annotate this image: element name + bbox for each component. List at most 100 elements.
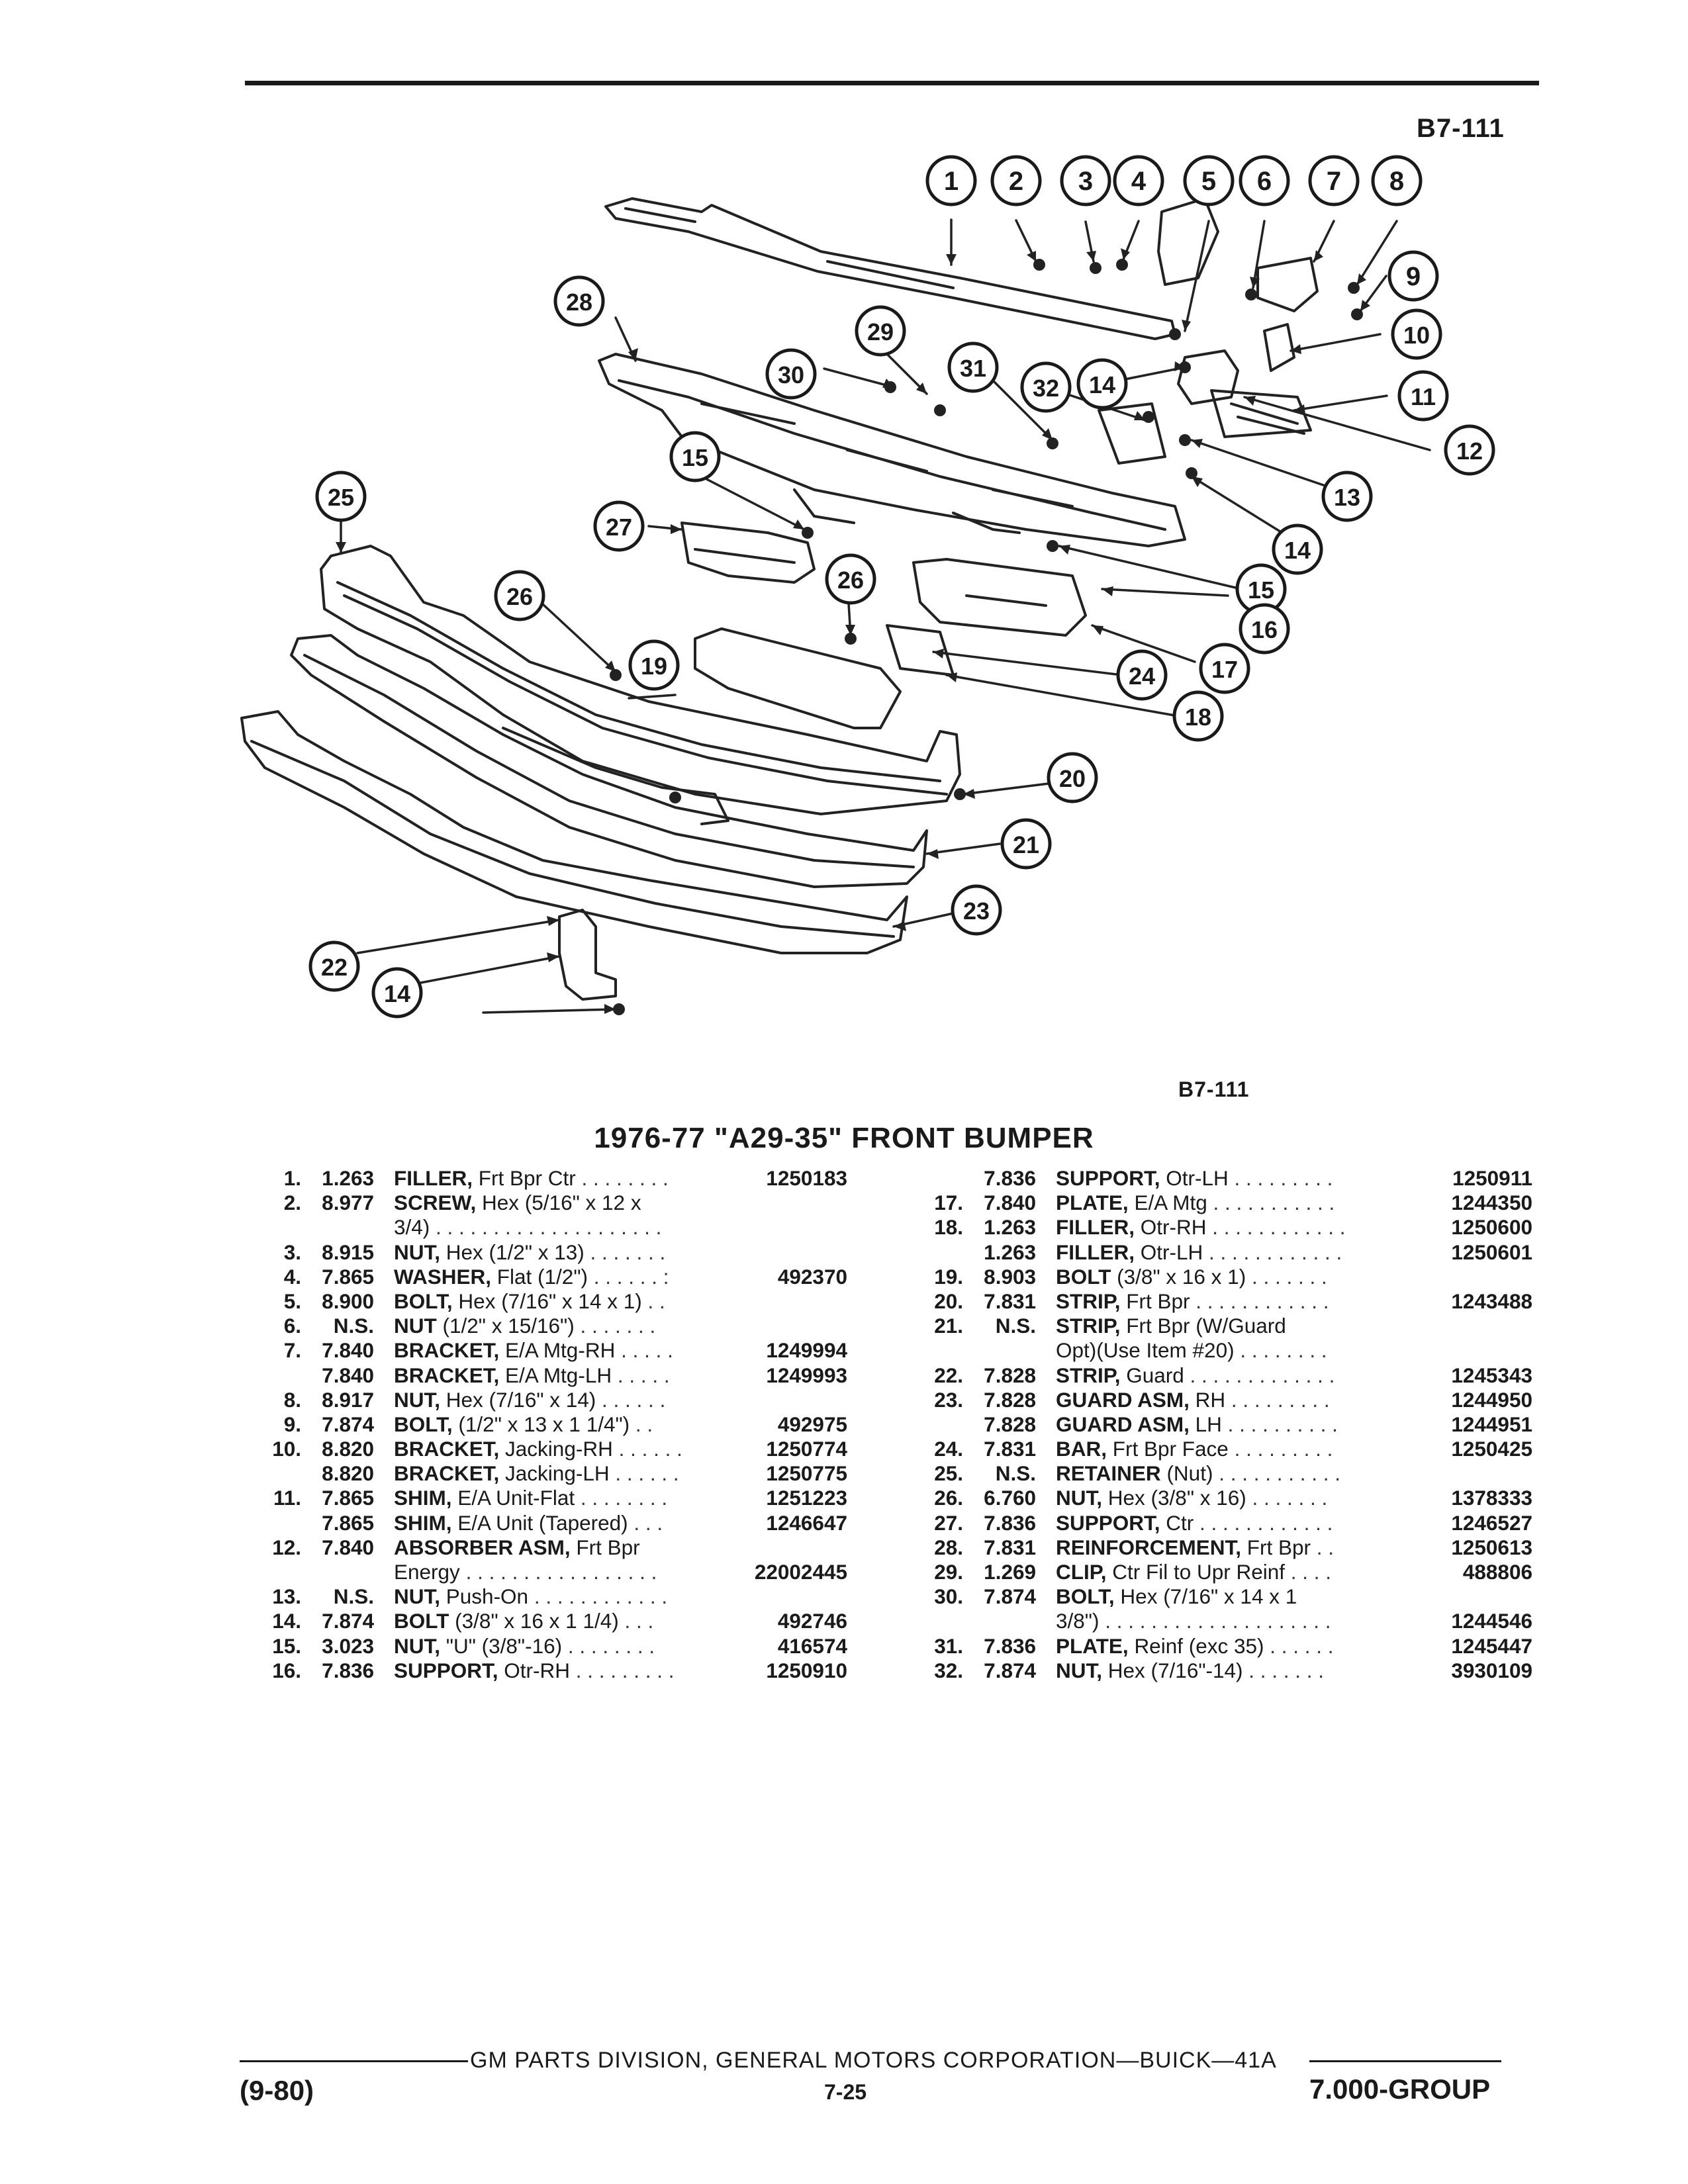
part-name: NUT, bbox=[394, 1387, 440, 1412]
part-number: 1251223 bbox=[766, 1486, 847, 1510]
guard-asm-part bbox=[558, 909, 617, 1001]
part-number: 492975 bbox=[777, 1412, 847, 1436]
part-number: 1250910 bbox=[766, 1658, 847, 1682]
part-description: SUPPORT, Otr-RH . . . . . . . . . bbox=[394, 1659, 738, 1683]
bracket-ea-mtg-part bbox=[1256, 257, 1319, 312]
part-number: 492370 bbox=[777, 1264, 847, 1289]
part-detail: Hex (7/16" x 14 x 1 bbox=[1120, 1584, 1297, 1609]
part-detail: Frt Bpr bbox=[576, 1535, 640, 1559]
group-number: 7.840 bbox=[984, 1191, 1036, 1215]
part-name: BAR, bbox=[1056, 1437, 1107, 1461]
callout-number: 18 bbox=[1185, 704, 1211, 731]
group-number: 7.836 bbox=[984, 1166, 1036, 1190]
part-description: PLATE, Reinf (exc 35) . . . . . . bbox=[1056, 1634, 1400, 1659]
part-description: GUARD ASM, RH . . . . . . . . . bbox=[1056, 1388, 1400, 1412]
part-name: STRIP, bbox=[1056, 1363, 1121, 1387]
part-detail: 3/4) bbox=[394, 1215, 430, 1240]
item-number: 14. bbox=[272, 1609, 301, 1633]
part-description: BOLT (3/8" x 16 x 1) . . . . . . . bbox=[1056, 1265, 1400, 1289]
group-number: 7.831 bbox=[984, 1437, 1036, 1461]
part-description: NUT, Hex (3/8" x 16) . . . . . . . bbox=[1056, 1486, 1400, 1510]
part-name: SUPPORT, bbox=[1056, 1510, 1160, 1535]
part-number: 1250425 bbox=[1451, 1437, 1532, 1461]
leader-dots: . . . . . . . bbox=[584, 1240, 666, 1264]
callout-number: 25 bbox=[328, 484, 354, 511]
absorber-asm-part bbox=[1177, 349, 1239, 405]
part-name: CLIP, bbox=[1056, 1560, 1107, 1584]
leader-dots: . . . . . . . . . . . . bbox=[1194, 1510, 1333, 1535]
callout-number: 11 bbox=[1411, 383, 1436, 410]
part-description: PLATE, E/A Mtg . . . . . . . . . . . bbox=[1056, 1191, 1400, 1215]
callout-number: 9 bbox=[1406, 262, 1421, 291]
part-number: 1244546 bbox=[1451, 1609, 1532, 1633]
callout-20: 20 bbox=[1047, 752, 1098, 803]
part-description: 3/8") . . . . . . . . . . . . . . . . . … bbox=[1056, 1609, 1400, 1633]
part-number: 488806 bbox=[1462, 1560, 1532, 1584]
part-detail: E/A Mtg-LH bbox=[505, 1363, 612, 1387]
part-number: 22002445 bbox=[754, 1560, 847, 1584]
group-number: 7.836 bbox=[984, 1510, 1036, 1535]
callout-number: 14 bbox=[1284, 537, 1311, 564]
part-description: NUT, Hex (7/16"-14) . . . . . . . bbox=[1056, 1659, 1400, 1683]
callout-11: 11 bbox=[1397, 370, 1449, 422]
item-number: 24. bbox=[934, 1437, 963, 1461]
callout-13: 13 bbox=[1321, 471, 1373, 522]
part-number: 1250911 bbox=[1452, 1166, 1532, 1190]
group-number: 7.836 bbox=[322, 1658, 374, 1682]
part-name: WASHER, bbox=[394, 1264, 492, 1289]
part-description: BRACKET, Jacking-RH . . . . . . bbox=[394, 1437, 738, 1461]
leader-dots: . . . . . . . . . . . bbox=[1207, 1191, 1335, 1215]
callout-number: 32 bbox=[1033, 375, 1059, 402]
strip-frt-bpr-part bbox=[290, 634, 928, 888]
part-name: NUT bbox=[394, 1314, 437, 1338]
callout-number: 1 bbox=[944, 167, 959, 196]
parts-list-row: 25.N.S.RETAINER (Nut) . . . . . . . . . … bbox=[897, 1461, 1532, 1486]
part-description: SHIM, E/A Unit-Flat . . . . . . . . bbox=[394, 1486, 738, 1510]
part-detail: Reinf (exc 35) bbox=[1134, 1633, 1264, 1658]
group-number: 7.840 bbox=[322, 1363, 374, 1387]
callout-29: 29 bbox=[855, 305, 906, 357]
part-name: NUT, bbox=[394, 1584, 440, 1609]
group-number: 3.023 bbox=[322, 1633, 374, 1658]
part-name: BOLT, bbox=[394, 1412, 453, 1436]
diagram-code-bottom: B7-111 bbox=[1178, 1077, 1250, 1101]
leader-dots: . . . . . . bbox=[612, 1437, 682, 1461]
callout-5: 5 bbox=[1183, 155, 1235, 206]
callout-26: 26 bbox=[494, 570, 545, 621]
callout-32: 32 bbox=[1020, 361, 1072, 413]
part-description: CLIP, Ctr Fil to Upr Reinf . . . . bbox=[1056, 1560, 1400, 1584]
part-description: BAR, Frt Bpr Face . . . . . . . . . bbox=[1056, 1437, 1400, 1461]
part-detail: Hex (3/8" x 16) bbox=[1107, 1486, 1246, 1510]
part-detail: Jacking-LH bbox=[505, 1461, 610, 1486]
part-name: NUT, bbox=[1056, 1486, 1102, 1510]
item-number: 17. bbox=[934, 1191, 963, 1215]
part-name: REINFORCEMENT, bbox=[1056, 1535, 1242, 1559]
part-name: NUT, bbox=[394, 1633, 440, 1658]
filler-ctr-part bbox=[604, 197, 1176, 340]
group-number: 7.828 bbox=[984, 1387, 1036, 1412]
part-name: FILLER, bbox=[394, 1166, 473, 1190]
part-number: 1250601 bbox=[1451, 1240, 1532, 1264]
part-number: 416574 bbox=[777, 1633, 847, 1658]
callout-30: 30 bbox=[765, 348, 817, 400]
part-detail: Otr-RH bbox=[504, 1658, 571, 1682]
part-description: BOLT, (1/2" x 13 x 1 1/4") . . bbox=[394, 1412, 738, 1437]
part-description: NUT, "U" (3/8"-16) . . . . . . . . bbox=[394, 1634, 738, 1659]
part-description: NUT (1/2" x 15/16") . . . . . . . bbox=[394, 1314, 738, 1338]
leader-dots: . . . . bbox=[1285, 1560, 1332, 1584]
callout-number: 26 bbox=[837, 567, 864, 594]
part-name: FILLER, bbox=[1056, 1240, 1135, 1264]
part-detail: "U" (3/8"-16) bbox=[445, 1633, 563, 1658]
part-detail: (1/2" x 13 x 1 1/4") bbox=[458, 1412, 630, 1436]
part-detail: E/A Unit (Tapered) bbox=[457, 1510, 628, 1535]
part-detail: E/A Unit-Flat bbox=[457, 1486, 575, 1510]
part-detail: Hex (7/16" x 14 x 1) bbox=[458, 1289, 642, 1313]
item-number: 6. bbox=[283, 1314, 301, 1338]
part-detail: RH bbox=[1195, 1387, 1226, 1412]
